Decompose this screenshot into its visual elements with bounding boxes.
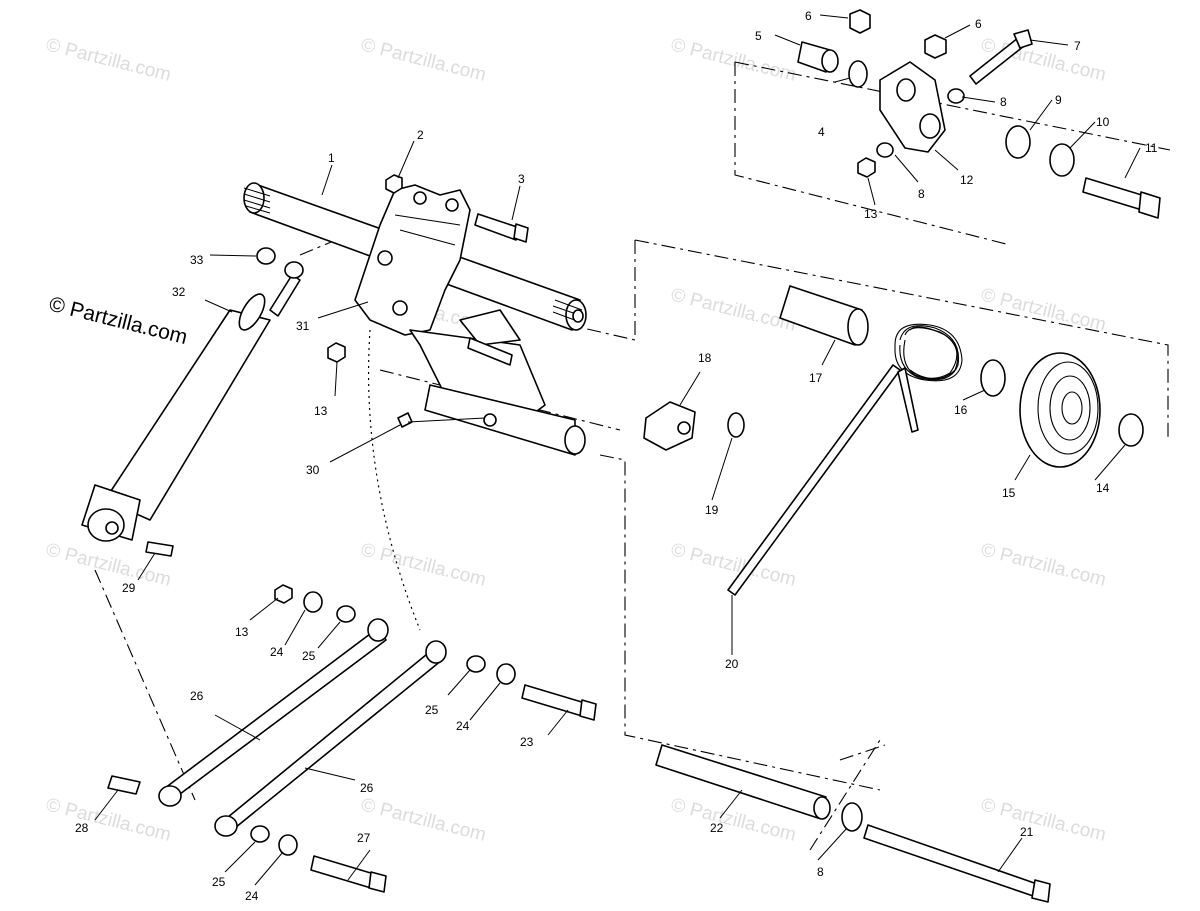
part-2-nut <box>385 174 403 194</box>
callout-3: 3 <box>518 172 525 186</box>
part-13-nut <box>857 157 876 178</box>
callout-31: 31 <box>296 319 310 333</box>
part-22-tube <box>655 744 831 820</box>
part-25-bushing <box>250 825 270 843</box>
callout-16: 16 <box>954 403 968 417</box>
part-8-washer <box>947 88 965 104</box>
assembly-lines <box>94 61 1171 851</box>
part-23-bolt <box>521 684 597 721</box>
part-19-washer <box>727 412 745 438</box>
callout-18: 18 <box>698 351 712 365</box>
part-15-idler-wheel <box>1019 352 1101 468</box>
callout-25: 25 <box>425 703 439 717</box>
watermark: © Partzilla.com <box>359 794 488 845</box>
watermark-prominent: © Partzilla.com <box>47 293 190 350</box>
callout-26: 26 <box>190 689 204 703</box>
part-6-nut <box>924 34 947 59</box>
part-32-shock-absorber <box>81 261 304 542</box>
watermark: © Partzilla.com <box>669 34 798 85</box>
callout-33: 33 <box>190 253 204 267</box>
part-33-bushing <box>256 247 276 265</box>
part-30-grease-fitting <box>397 412 413 428</box>
callout-21: 21 <box>1020 825 1034 839</box>
part-24-washer <box>496 663 516 685</box>
callout-13: 13 <box>864 207 878 221</box>
callout-25: 25 <box>302 649 316 663</box>
callout-22: 22 <box>710 821 724 835</box>
watermark: © Partzilla.com <box>359 539 488 590</box>
callout-24: 24 <box>456 719 470 733</box>
watermark: © Partzilla.com <box>979 539 1108 590</box>
callout-25: 25 <box>212 875 226 889</box>
part-29-pin <box>145 541 174 557</box>
watermark: © Partzilla.com <box>44 34 173 85</box>
part-8-washer <box>841 802 863 832</box>
callout-4: 4 <box>818 125 825 139</box>
watermark: © Partzilla.com <box>669 284 798 335</box>
part-13-nut <box>327 342 346 363</box>
watermark: © Partzilla.com <box>979 794 1108 845</box>
callout-27: 27 <box>357 831 371 845</box>
part-25-bushing <box>466 655 486 673</box>
watermark: © Partzilla.com <box>979 284 1108 335</box>
callout-6: 6 <box>975 17 982 31</box>
callout-15: 15 <box>1002 486 1016 500</box>
part-20-torsion-spring <box>727 323 963 596</box>
part-7-bolt <box>969 29 1033 85</box>
callout-29: 29 <box>122 581 136 595</box>
callout-7: 7 <box>1074 39 1081 53</box>
callout-13: 13 <box>314 404 328 418</box>
part-16-washer <box>980 359 1006 397</box>
callout-17: 17 <box>809 371 823 385</box>
part-4-washer <box>848 60 868 88</box>
callout-8: 8 <box>918 187 925 201</box>
callout-lines <box>94 14 1141 886</box>
part-10-washer <box>1049 143 1075 177</box>
part-21-shaft <box>863 824 1051 903</box>
callout-32: 32 <box>172 285 186 299</box>
part-8-washer <box>876 142 894 158</box>
callout-24: 24 <box>270 645 284 659</box>
part-3-bolt <box>474 213 529 243</box>
part-25-bushing <box>336 605 356 623</box>
callout-8: 8 <box>817 865 824 879</box>
part-11-bolt <box>1082 177 1161 219</box>
callout-2: 2 <box>417 128 424 142</box>
callout-10: 10 <box>1096 115 1110 129</box>
callout-14: 14 <box>1096 481 1110 495</box>
callout-20: 20 <box>725 657 739 671</box>
callout-11: 11 <box>1145 141 1158 155</box>
callout-6: 6 <box>805 9 812 23</box>
part-17-spacer-tube <box>779 285 869 346</box>
callout-28: 28 <box>75 821 89 835</box>
part-12-bracket <box>879 61 946 153</box>
rear-arm-frame <box>354 184 586 456</box>
callout-12: 12 <box>960 173 974 187</box>
callout-23: 23 <box>520 735 534 749</box>
part-24-washer <box>278 834 298 856</box>
callout-1: 1 <box>328 151 335 165</box>
part-14-bearing <box>1118 413 1144 447</box>
part-13-nut <box>274 584 293 604</box>
callout-26: 26 <box>360 781 374 795</box>
part-26-link-rod <box>214 640 447 837</box>
callout-5: 5 <box>755 29 762 43</box>
watermark: © Partzilla.com <box>359 34 488 85</box>
callout-19: 19 <box>705 503 719 517</box>
callout-8: 8 <box>1000 95 1007 109</box>
callout-13: 13 <box>235 625 249 639</box>
part-27-bolt <box>310 855 387 893</box>
part-28-bushing <box>107 775 141 795</box>
part-26-link-rod <box>158 618 389 807</box>
callout-24: 24 <box>245 889 259 903</box>
callout-30: 30 <box>306 463 320 477</box>
callout-9: 9 <box>1055 93 1062 107</box>
part-24-washer <box>303 591 323 613</box>
part-6-nut <box>849 9 871 34</box>
part-5-bushing <box>797 41 839 73</box>
part-18-block <box>643 401 696 451</box>
callout-labels: 1 2 3 4 5 6 6 7 8 8 8 9 10 11 12 13 13 1… <box>75 9 1158 903</box>
part-9-washer <box>1005 125 1031 159</box>
